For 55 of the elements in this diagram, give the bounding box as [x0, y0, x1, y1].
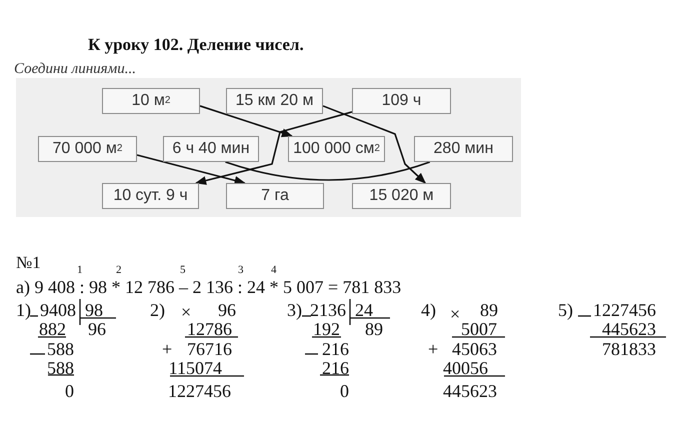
arrow: [322, 105, 426, 184]
arrow: [136, 154, 246, 185]
number: 9408: [40, 299, 76, 321]
value-box: 109 ч: [352, 88, 451, 114]
number: 40056: [443, 357, 488, 379]
number: 1227456: [168, 380, 231, 402]
task-number: №1: [16, 252, 41, 274]
number: 216: [322, 338, 349, 360]
step-number: 2: [116, 264, 122, 277]
number: 1227456: [593, 299, 656, 321]
number: 445623: [443, 380, 497, 402]
arrow: [195, 111, 352, 185]
operator-sign: ×: [450, 303, 460, 325]
step-number: 3: [238, 264, 244, 277]
number: 96: [218, 299, 236, 321]
number: 89: [365, 318, 383, 340]
arrow: [200, 105, 293, 138]
step-number: 1: [77, 264, 82, 277]
value-box: 7 га: [226, 183, 324, 209]
math-expression: а) 9 408 : 98 * 12 786 – 2 136 : 24 * 5 007 = 781 833: [16, 276, 402, 298]
step-label: 4): [421, 299, 436, 321]
number: 96: [88, 318, 106, 340]
step-label: 1): [16, 299, 31, 321]
number: 445623: [602, 318, 656, 340]
operator-sign: +: [428, 338, 438, 360]
step-label: 5): [558, 299, 573, 321]
page-title: К уроку 102. Деление чисел.: [88, 34, 304, 56]
number: 45063: [452, 338, 497, 360]
step-label: 2): [150, 299, 165, 321]
number: 192: [313, 318, 340, 340]
number: 882: [39, 318, 66, 340]
step-label: 3): [287, 299, 302, 321]
number: 89: [480, 299, 498, 321]
number: 5007: [461, 318, 497, 340]
number: 98: [85, 299, 103, 321]
number: 0: [65, 380, 74, 402]
number: 76716: [187, 338, 232, 360]
operator-sign: +: [162, 338, 172, 360]
instruction-text: Соедини линиями...: [14, 60, 136, 79]
number: 115074: [168, 357, 222, 379]
step-number: 4: [271, 264, 276, 277]
number: 588: [47, 357, 74, 379]
connector-line: [225, 161, 430, 181]
value-box: 6 ч 40 мин: [163, 136, 259, 162]
step-number: 5: [180, 264, 186, 277]
value-box: 10 сут. 9 ч: [102, 183, 199, 209]
value-box: 15 020 м: [352, 183, 451, 209]
number: 0: [340, 380, 349, 402]
number: 24: [355, 299, 373, 321]
number: 781833: [602, 338, 656, 360]
number: 2136: [310, 299, 346, 321]
value-box: 15 км 20 м: [226, 88, 323, 114]
number: 588: [47, 338, 74, 360]
number: 216: [322, 357, 349, 379]
value-box: 280 мин: [414, 136, 513, 162]
